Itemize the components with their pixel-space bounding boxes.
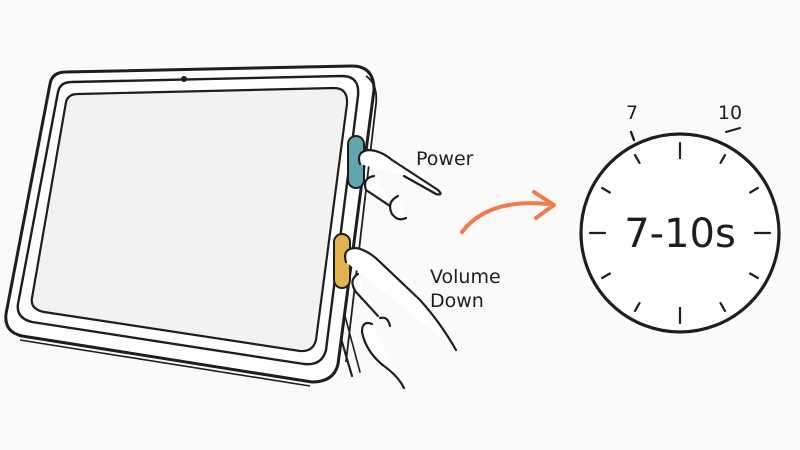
curved-arrow-icon xyxy=(460,190,556,234)
timer-duration: 7-10s xyxy=(624,211,736,257)
finger-press-icon xyxy=(344,246,458,390)
volume-label-line1: Volume xyxy=(430,266,501,288)
timer-mark-end: 10 xyxy=(718,102,742,124)
timer-mark-start: 7 xyxy=(626,102,638,124)
clock-tick xyxy=(633,302,641,312)
clock-tick xyxy=(719,154,727,164)
tablet-icon xyxy=(4,64,378,387)
camera-icon xyxy=(181,76,187,82)
finger-press-icon xyxy=(357,148,442,221)
clock-tick xyxy=(719,302,727,312)
clock-tick xyxy=(600,272,612,280)
stopwatch-icon xyxy=(579,127,781,334)
clock-ticks xyxy=(588,141,772,325)
clock-tick xyxy=(633,154,641,164)
clock-tick xyxy=(748,186,760,194)
power-label: Power xyxy=(416,148,474,170)
volume-label-line2: Down xyxy=(430,290,484,312)
clock-tick xyxy=(748,272,760,280)
clock-tick xyxy=(600,186,612,194)
